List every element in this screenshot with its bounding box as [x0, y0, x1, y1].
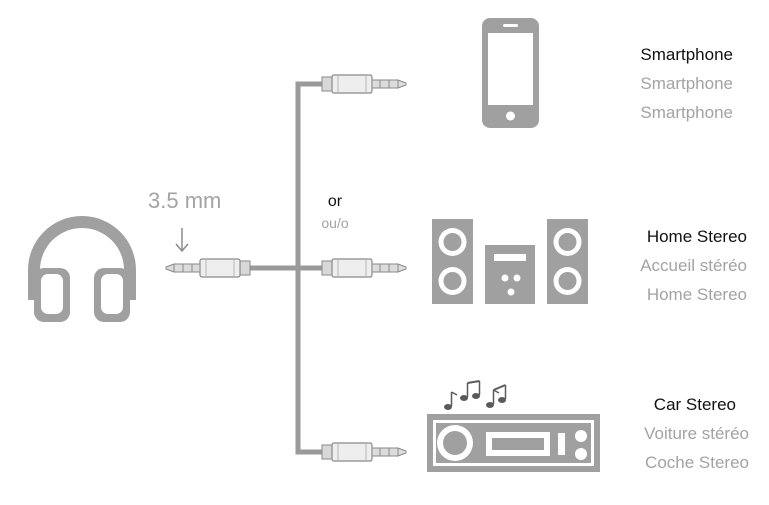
- home-stereo-label-es: Home Stereo: [646, 285, 747, 304]
- car-stereo-label-es: Coche Stereo: [645, 453, 749, 472]
- smartphone-label-es: Smartphone: [640, 103, 733, 122]
- car-stereo-icon: [427, 414, 600, 472]
- smartphone-icon: [482, 18, 539, 128]
- cable-size-label: 3.5 mm: [148, 188, 222, 213]
- audio-jack-icon: [321, 74, 407, 94]
- cable-lines: [250, 81, 330, 455]
- or-label: or: [327, 193, 343, 210]
- or-translation-label: ou/o: [321, 215, 349, 231]
- car-stereo-label-fr: Voiture stéréo: [644, 424, 749, 443]
- home-stereo-label-fr: Accueil stéréo: [640, 256, 747, 275]
- down-arrow-icon: [175, 228, 189, 253]
- audio-jack-icon: [165, 258, 251, 278]
- audio-jack-icon: [321, 258, 407, 278]
- audio-jack-icon: [321, 442, 407, 462]
- smartphone-label-en: Smartphone: [640, 45, 733, 64]
- smartphone-label-fr: Smartphone: [640, 74, 733, 93]
- home-stereo-icon: [432, 219, 588, 304]
- home-stereo-label-en: Home Stereo: [646, 227, 747, 246]
- music-notes-icon: [444, 380, 507, 410]
- car-stereo-label-en: Car Stereo: [653, 395, 736, 414]
- headphones-icon: [28, 216, 136, 322]
